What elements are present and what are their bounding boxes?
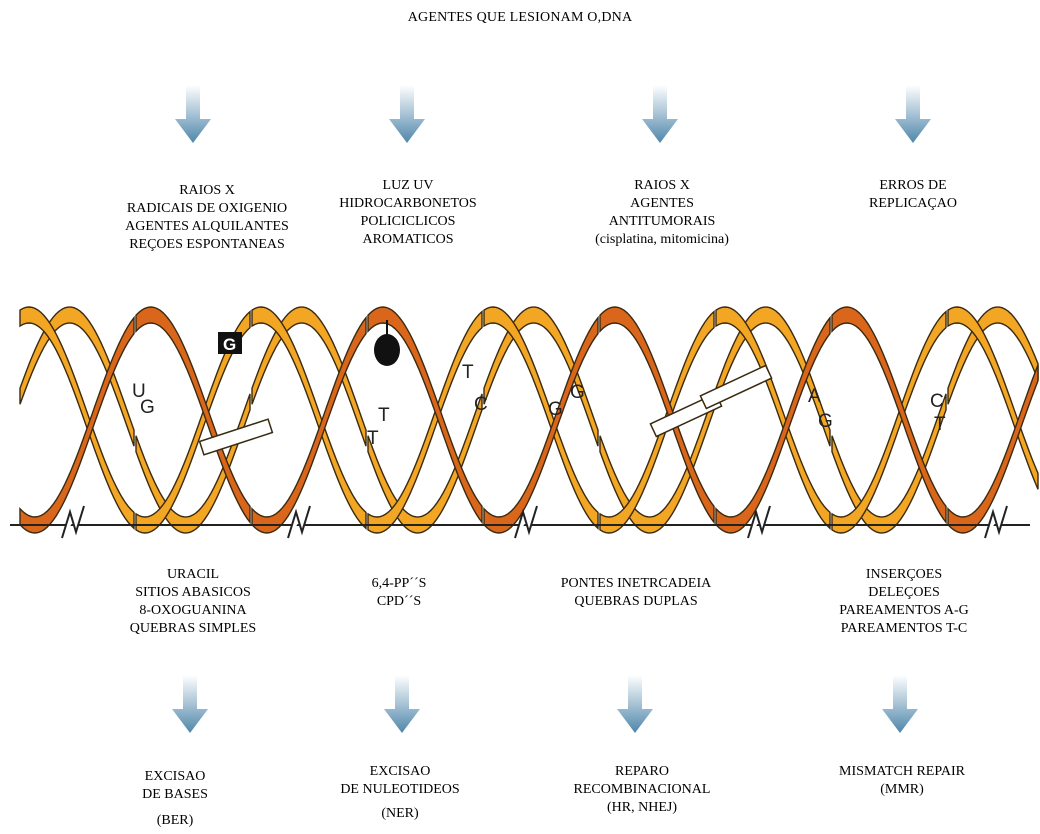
agent-line: RAIOS X [97,182,317,200]
lesion-line: QUEBRAS SIMPLES [83,620,303,638]
agent-line: LUZ UV [298,177,518,195]
lesion-line: PONTES INETRCADEIA [526,575,746,593]
dna-letter: C [930,391,944,412]
agent-group-2: LUZ UV HIDROCARBONETOS POLICICLICOS AROM… [298,177,518,249]
repair-line: (BER) [65,812,285,830]
repair-line: (MMR) [792,781,1012,799]
lesion-line: URACIL [83,566,303,584]
agent-line: POLICICLICOS [298,213,518,231]
repair-line: DE BASES [65,786,285,804]
arrow-down-icon [173,85,213,145]
dna-letter: T [367,428,379,449]
agent-group-4: ERROS DE REPLICAÇAO [803,177,1023,213]
dna-letter: G [140,397,155,418]
helix-strand-back [20,307,134,528]
agent-line: REPLICAÇAO [803,195,1023,213]
helix-strand-back [832,394,946,533]
helix-strand-back [20,307,134,446]
arrow-down-icon [387,85,427,145]
lesion-group-4: INSERÇOES DELEÇOES PAREAMENTOS A-G PAREA… [794,566,1014,638]
arrow-down-icon [382,675,422,735]
break-mark [62,506,84,538]
agent-group-1: RAIOS X RADICAIS DE OXIGENIO AGENTES ALQ… [97,182,317,254]
diagram-title: AGENTES QUE LESIONAM O,DNA [0,10,1040,26]
repair-group-1: EXCISAO DE BASES (BER) [65,768,285,830]
helix-strands [20,307,1038,533]
repair-line: (HR, NHEJ) [532,799,752,817]
dna-letter: T [934,414,946,435]
lesion-line: QUEBRAS DUPLAS [526,593,746,611]
dna-letter: G [223,335,236,354]
repair-line: EXCISAO [290,763,510,781]
double-strand-break [700,365,771,408]
dna-letter: A [808,386,821,407]
dna-letter: G [548,399,563,420]
lesion-line: PAREAMENTOS A-G [794,602,1014,620]
lesion-line: 6,4-PP´´S [289,575,509,593]
lesion-line: SITIOS ABASICOS [83,584,303,602]
agent-line: HIDROCARBONETOS [298,195,518,213]
dna-letter: C [474,394,488,415]
agent-line: RADICAIS DE OXIGENIO [97,200,317,218]
helix-strand-back [716,307,830,528]
agent-group-3: RAIOS X AGENTES ANTITUMORAIS (cisplatina… [552,177,772,249]
lesion-line: PAREAMENTOS T-C [794,620,1014,638]
dna-letter: T [462,362,474,383]
lesion-group-1: URACIL SITIOS ABASICOS 8-OXOGUANINA QUEB… [83,566,303,638]
agent-line: AROMATICOS [298,231,518,249]
lesion-line: CPD´´S [289,593,509,611]
agent-line: AGENTES [552,195,772,213]
repair-line: (NER) [290,805,510,823]
dna-letter: G [570,382,585,403]
agent-line: ANTITUMORAIS [552,213,772,231]
agent-line: REÇOES ESPONTANEAS [97,236,317,254]
helix-strand-back [716,307,830,446]
repair-group-2: EXCISAO DE NULEOTIDEOS (NER) [290,763,510,823]
helix-strand-back [252,307,366,528]
repair-line: DE NULEOTIDEOS [290,781,510,799]
helix-strand-back [484,307,598,528]
agent-line: AGENTES ALQUILANTES [97,218,317,236]
helix-strand-back [832,312,946,533]
agent-line: ERROS DE [803,177,1023,195]
lesion-group-2: 6,4-PP´´S CPD´´S [289,575,509,611]
repair-group-4: MISMATCH REPAIR (MMR) [792,763,1012,799]
adduct-marker [374,334,400,366]
lesion-line: DELEÇOES [794,584,1014,602]
arrow-down-icon [880,675,920,735]
lesion-group-3: PONTES INETRCADEIA QUEBRAS DUPLAS [526,575,746,611]
arrow-down-icon [893,85,933,145]
agent-line: (cisplatina, mitomicina) [552,231,772,249]
repair-line: MISMATCH REPAIR [792,763,1012,781]
repair-line: REPARO [532,763,752,781]
repair-line: EXCISAO [65,768,285,786]
dna-double-helix: G U G T T T C G G A G C T [0,280,1040,560]
break-mark [985,506,1007,538]
helix-strand-back [484,307,598,446]
dna-letter: T [378,405,390,426]
repair-line: RECOMBINACIONAL [532,781,752,799]
lesion-line: 8-OXOGUANINA [83,602,303,620]
repair-group-3: REPARO RECOMBINACIONAL (HR, NHEJ) [532,763,752,817]
arrow-down-icon [640,85,680,145]
arrow-down-icon [170,675,210,735]
arrow-down-icon [615,675,655,735]
lesion-line: INSERÇOES [794,566,1014,584]
dna-letter: G [818,411,833,432]
agent-line: RAIOS X [552,177,772,195]
